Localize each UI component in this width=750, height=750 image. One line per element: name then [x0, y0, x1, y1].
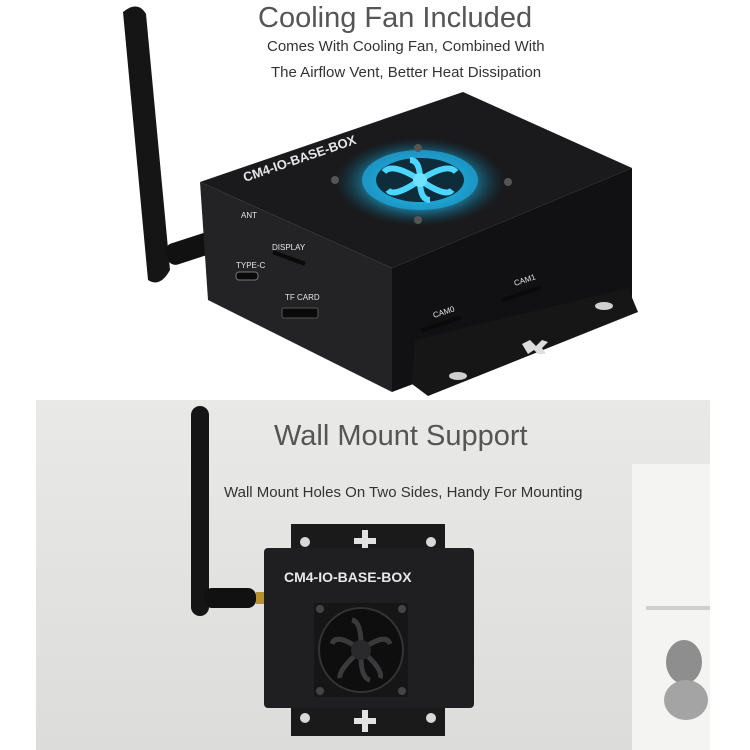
cooling-fan-subtitle-line2: The Airflow Vent, Better Heat Dissipatio… — [271, 64, 542, 81]
device-top-illustration: CM4-IO-BASE-BOX ANT DISPLAY TYPE-C TF CA… — [123, 6, 638, 396]
cooling-fan-title: Cooling Fan Included — [258, 2, 533, 34]
mount-bracket — [412, 288, 638, 396]
cooling-fan-icon — [314, 603, 408, 697]
ant-port-label: ANT — [241, 211, 257, 220]
toy-figure — [646, 606, 710, 720]
device-wall-illustration: CM4-IO-BASE-BOX — [191, 406, 710, 736]
cooling-fan-section: Cooling Fan Included Comes With Cooling … — [123, 2, 638, 396]
display-port-label: DISPLAY — [272, 243, 306, 252]
cooling-fan-subtitle-line1: Comes With Cooling Fan, Combined With — [267, 38, 545, 55]
wall-mount-section: Wall Mount Support Wall Mount Holes On T… — [36, 400, 710, 750]
antenna — [191, 406, 264, 616]
type-c-port-label: TYPE-C — [236, 261, 266, 270]
tf-card-port-label: TF CARD — [285, 293, 320, 302]
wall-mount-subtitle: Wall Mount Holes On Two Sides, Handy For… — [224, 484, 583, 501]
cooling-fan-icon — [331, 138, 512, 226]
brand-label: CM4-IO-BASE-BOX — [284, 569, 412, 585]
wall-mount-title: Wall Mount Support — [274, 420, 528, 452]
case-left-face — [200, 182, 392, 392]
